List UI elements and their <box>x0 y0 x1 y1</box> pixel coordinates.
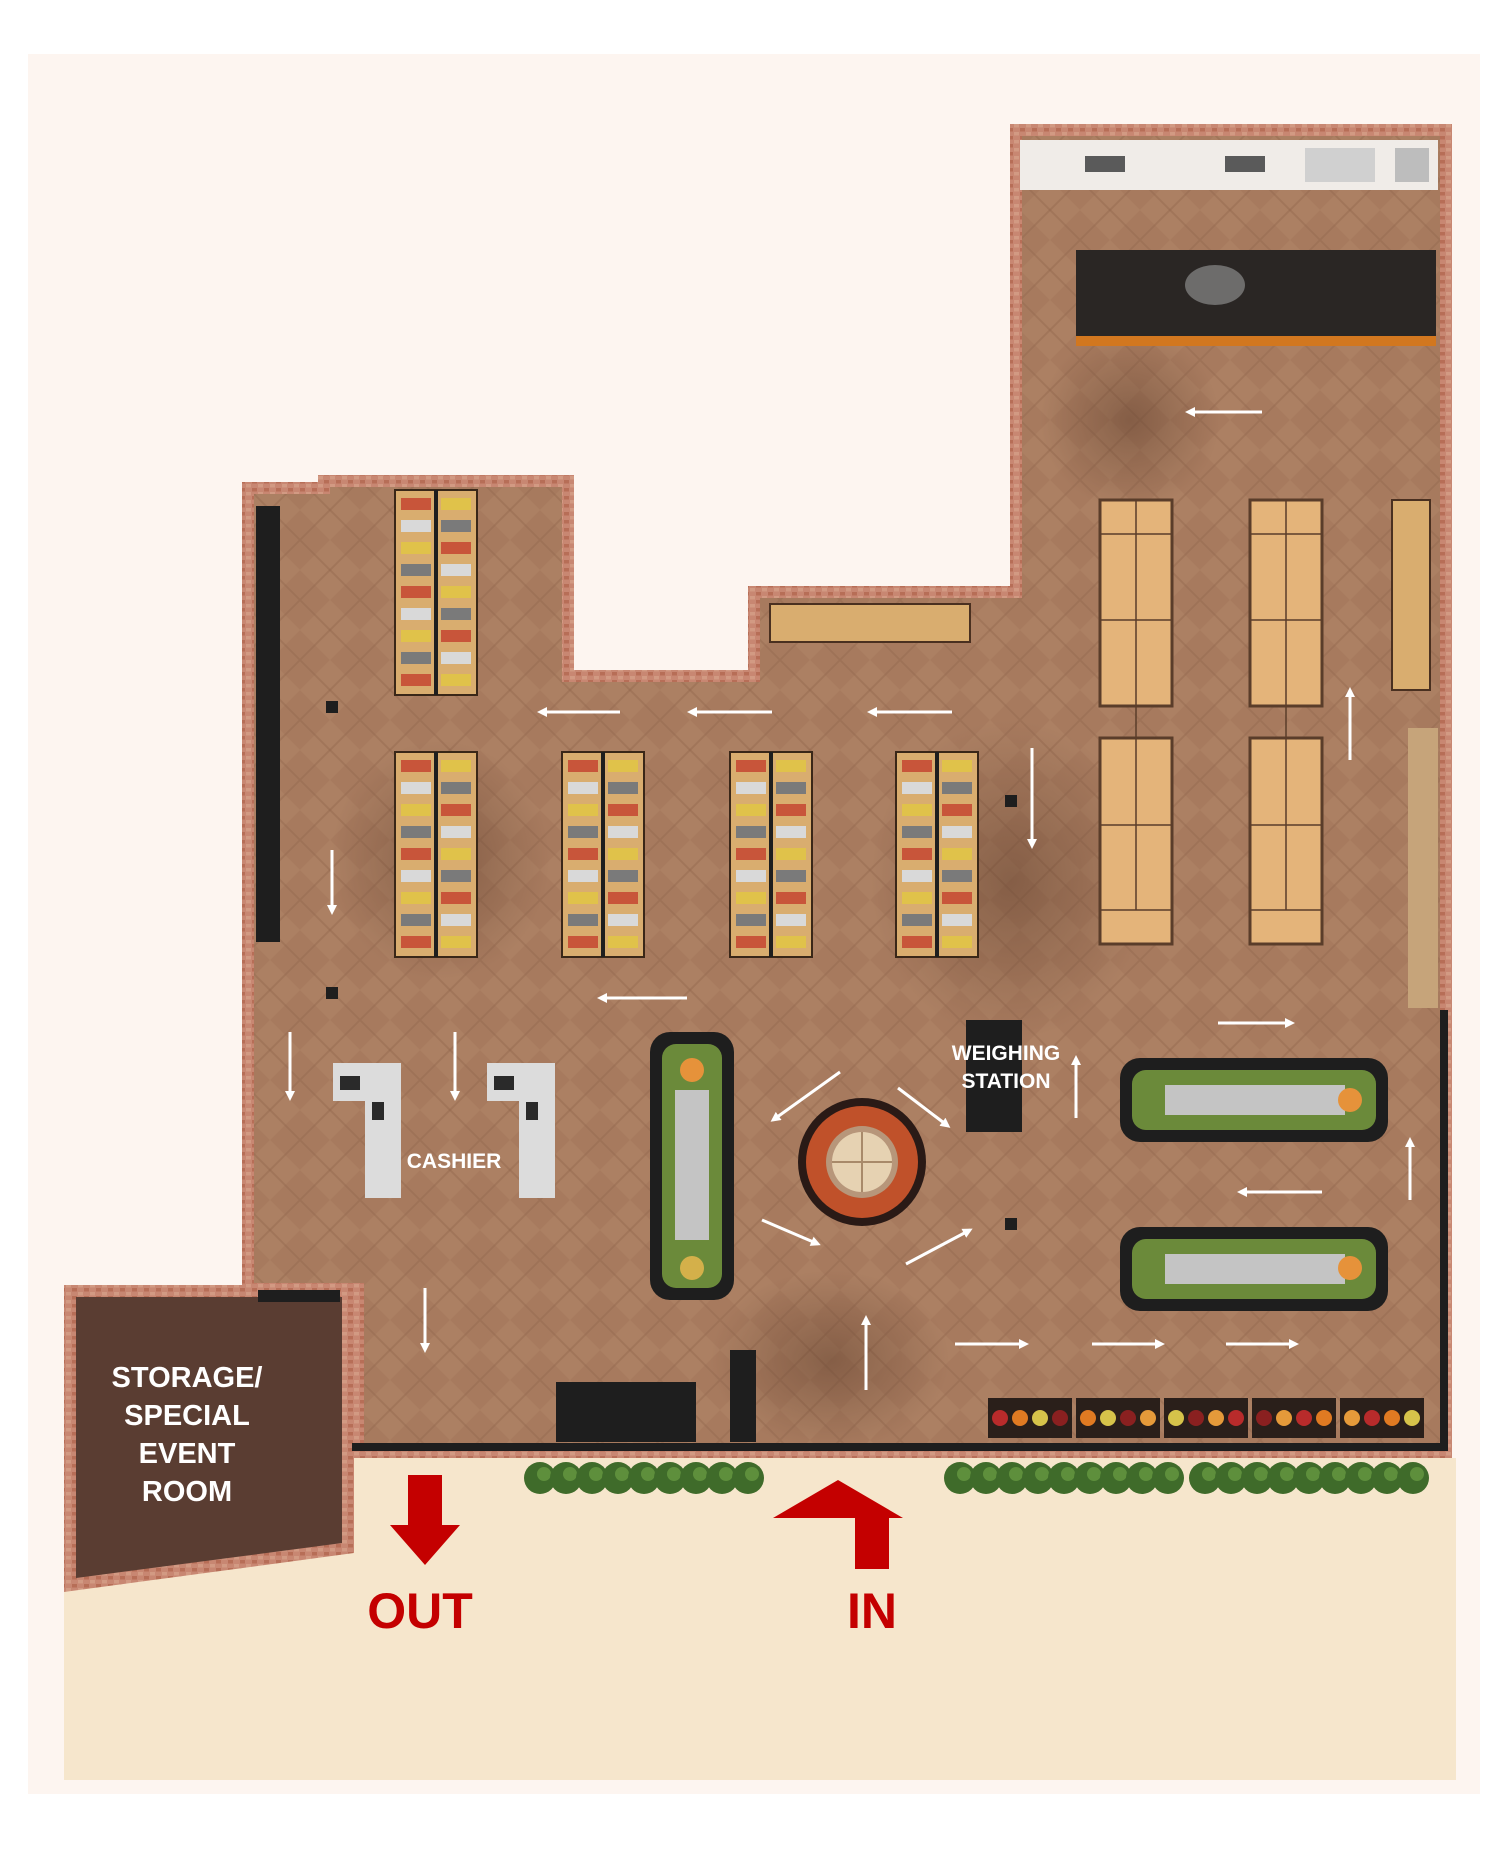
arrow-icon <box>770 1070 841 1122</box>
right-wall-shelf <box>1391 499 1431 691</box>
floor-shadow <box>1040 330 1220 510</box>
weighing-label-line-2: STATION <box>961 1070 1050 1093</box>
flow-arrows <box>285 407 1415 1390</box>
left-wall-shelf <box>256 506 280 942</box>
front-produce-bins <box>988 1398 1424 1438</box>
weighing-station <box>966 1020 1022 1132</box>
produce-island-vertical <box>650 1032 734 1300</box>
produce-bin <box>988 1398 1072 1438</box>
cashier-counter-2 <box>487 1063 555 1198</box>
storage-room-floor <box>76 1297 342 1578</box>
appliance <box>1225 156 1265 172</box>
sink <box>1395 148 1429 182</box>
arrow-down-icon <box>390 1475 460 1565</box>
plant-icon <box>524 1462 1429 1494</box>
produce-bin <box>1340 1398 1424 1438</box>
produce-bin <box>1252 1398 1336 1438</box>
appliance <box>1085 156 1125 172</box>
grocery-shelf <box>561 751 645 958</box>
columns <box>326 701 1017 1230</box>
storage-label-line-3: EVENT <box>139 1438 236 1470</box>
grocery-shelf <box>895 751 979 958</box>
round-display <box>798 1098 926 1226</box>
arrow-icon <box>905 1228 973 1266</box>
storage-label-line-1: STORAGE/ <box>112 1362 263 1394</box>
deli-counter <box>1076 250 1436 346</box>
weighing-label-line-1: WEIGHING <box>952 1042 1061 1065</box>
cashier-counter-1 <box>333 1063 401 1198</box>
arrow-icon <box>761 1218 821 1246</box>
storage-door <box>258 1290 340 1302</box>
storage-label-line-4: ROOM <box>142 1476 232 1508</box>
arrow-up-icon <box>773 1480 903 1569</box>
sink <box>1305 148 1375 182</box>
arrow-icon <box>897 1086 951 1128</box>
floor-shadow <box>710 1270 950 1450</box>
grocery-shelf <box>394 489 478 696</box>
table-dividers <box>1100 500 1322 911</box>
right-wall-panel <box>1408 728 1438 1008</box>
produce-island-right-2 <box>1120 1227 1388 1311</box>
front-counter <box>556 1382 696 1442</box>
deli-counter-light <box>1076 336 1436 346</box>
produce-bin <box>1076 1398 1160 1438</box>
produce-island-right-1 <box>1120 1058 1388 1142</box>
deli-light <box>1185 265 1245 305</box>
grocery-shelf <box>729 751 813 958</box>
produce-bin <box>1164 1398 1248 1438</box>
in-label: IN <box>847 1583 897 1639</box>
grocery-shelves <box>394 489 979 958</box>
out-label: OUT <box>367 1583 473 1639</box>
top-wall-shelf <box>769 603 971 643</box>
front-counter <box>730 1350 756 1442</box>
cashier-label: CASHIER <box>407 1150 502 1173</box>
storage-label-line-2: SPECIAL <box>124 1400 250 1432</box>
grocery-shelf <box>394 751 478 958</box>
